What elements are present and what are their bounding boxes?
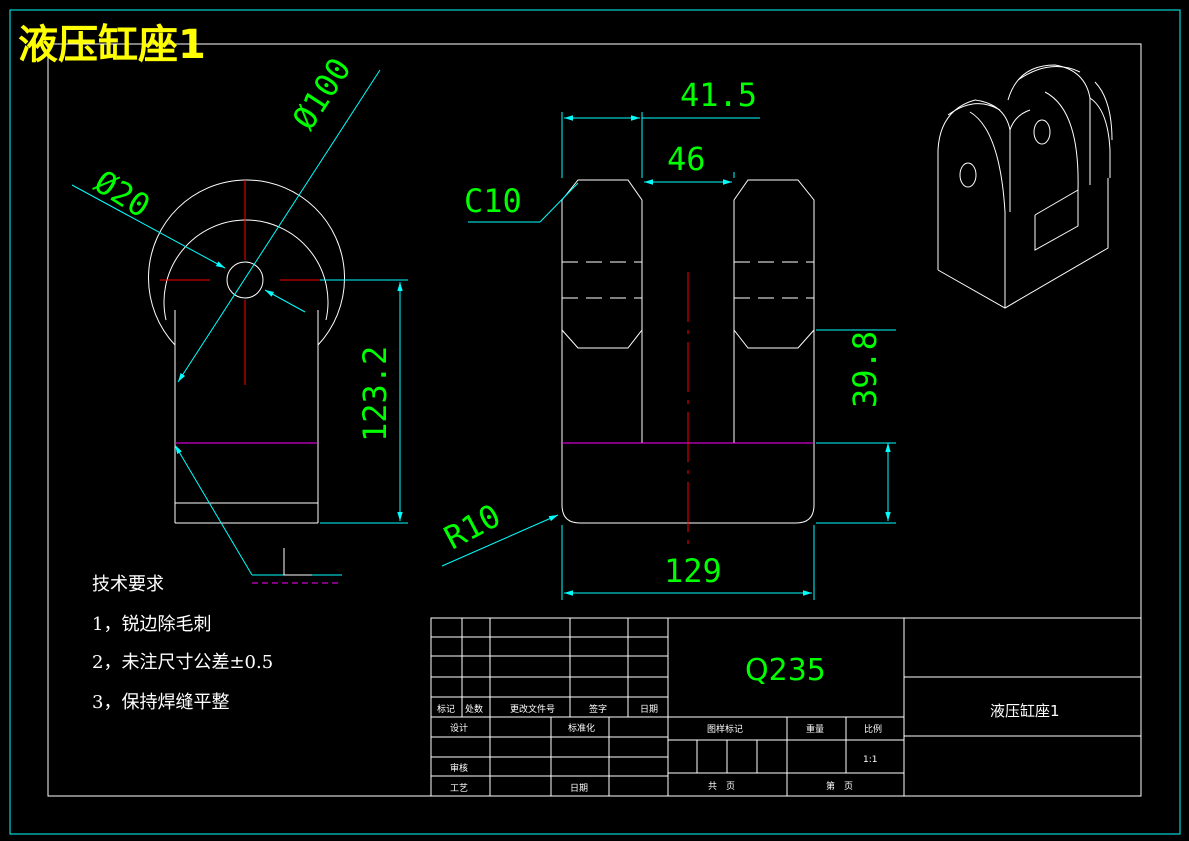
- label-standard: 标准化: [568, 722, 595, 734]
- label-scale: 比例: [864, 723, 882, 735]
- side-view-dimensions: [71, 69, 408, 576]
- note-item: 1，锐边除毛刺: [92, 614, 211, 635]
- outer-sheet-border: [9, 9, 1181, 835]
- side-view: [148, 179, 345, 524]
- dim-height-39-8: 39.8: [846, 331, 884, 408]
- label-page-no: 第 页: [826, 780, 853, 792]
- note-item: 3，保持焊缝平整: [92, 692, 229, 713]
- label-design: 设计: [450, 722, 468, 734]
- dim-dia-100: Ø100: [285, 51, 359, 136]
- material: Q235: [745, 653, 826, 688]
- front-view-dimensions: [441, 112, 896, 600]
- dim-gap-46: 46: [667, 140, 706, 178]
- label-total-pages: 共 页: [708, 781, 735, 792]
- dim-width-41-5: 41.5: [680, 76, 757, 114]
- weld-symbol: [252, 548, 342, 584]
- label-stage-mark: 图样标记: [707, 723, 743, 735]
- inner-frame: [47, 43, 1142, 797]
- dim-height-123: 123.2: [356, 346, 394, 442]
- header-mark: 标记: [437, 703, 455, 715]
- label-date: 日期: [570, 783, 588, 794]
- title-block: [430, 617, 1142, 797]
- header-change-doc: 更改文件号: [510, 703, 555, 715]
- header-signature: 签字: [589, 703, 607, 715]
- dim-radius: R10: [438, 496, 507, 557]
- dim-chamfer: C10: [464, 182, 522, 220]
- label-review: 审核: [450, 762, 468, 774]
- part-name: 液压缸座1: [990, 702, 1060, 720]
- drawing-title: 液压缸座1: [18, 22, 206, 68]
- header-date: 日期: [640, 704, 658, 715]
- side-view-centerlines: [160, 180, 330, 385]
- isometric-view: [937, 64, 1113, 309]
- label-process: 工艺: [450, 783, 468, 794]
- notes-heading: 技术要求: [92, 574, 164, 595]
- technical-requirements: 技术要求 1，锐边除毛刺 2，未注尺寸公差±0.5 3，保持焊缝平整: [92, 574, 273, 713]
- dim-dia-20: Ø20: [88, 163, 157, 226]
- note-item: 2，未注尺寸公差±0.5: [92, 652, 273, 673]
- scale-value: 1:1: [863, 755, 877, 765]
- label-weight: 重量: [806, 723, 824, 735]
- dim-width-129: 129: [664, 552, 722, 590]
- header-count: 处数: [465, 703, 483, 715]
